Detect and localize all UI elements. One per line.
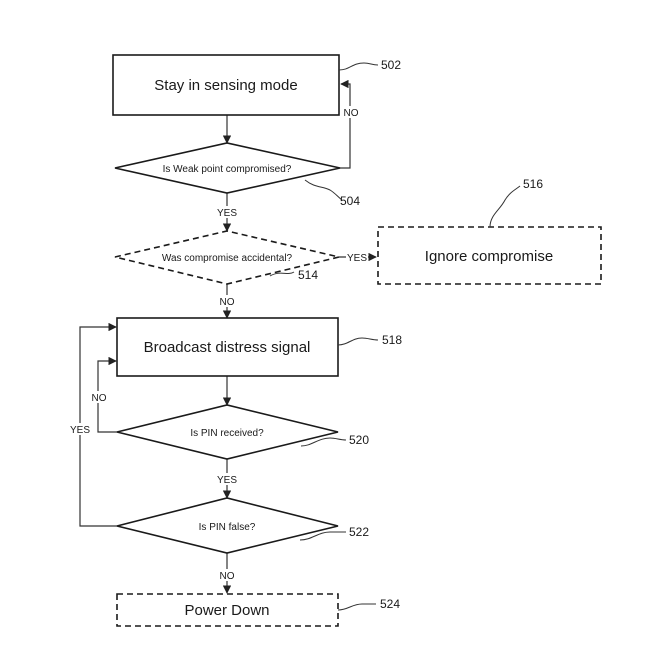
weak-point-decision — [114, 142, 341, 194]
ref-leader-516 — [489, 185, 521, 228]
sensing-mode-label: Stay in sensing mode — [154, 77, 297, 94]
weak-no-label: NO — [344, 108, 359, 119]
pin-false-no-label: NO — [220, 571, 235, 582]
pin-received-decision — [116, 404, 339, 460]
broadcast-label: Broadcast distress signal — [144, 339, 311, 356]
ref-leader-518 — [337, 337, 379, 346]
ref-leader-524 — [337, 603, 376, 611]
ref-520: 520 — [349, 433, 369, 447]
edge-weakpoint-no-loop — [340, 79, 351, 169]
acc-no-label-bg — [218, 295, 236, 307]
pin-recv-yes-label: YES — [217, 475, 237, 486]
ignore-compromise-label: Ignore compromise — [425, 248, 553, 265]
ref-leader-502 — [338, 62, 379, 71]
ref-518: 518 — [382, 333, 402, 347]
broadcast-box — [116, 317, 339, 377]
ref-leader-504 — [304, 179, 343, 201]
ref-522: 522 — [349, 525, 369, 539]
weak-no-label-bg — [343, 106, 359, 118]
acc-yes-label-bg — [346, 251, 368, 263]
acc-yes-label: YES — [347, 253, 367, 264]
pin-received-label: Is PIN received? — [190, 428, 264, 439]
pin-recv-no-label-bg — [90, 391, 108, 403]
ref-516: 516 — [523, 177, 543, 191]
pin-false-no-label-bg — [218, 569, 236, 581]
pin-recv-yes-label-bg — [216, 473, 238, 485]
weak-yes-label-bg — [216, 206, 238, 218]
power-down-box — [116, 593, 339, 627]
ref-leader-514 — [269, 271, 295, 277]
ref-leader-522 — [299, 531, 346, 541]
accidental-label: Was compromise accidental? — [162, 253, 293, 264]
pin-false-decision — [116, 497, 339, 554]
ref-leader-520 — [300, 437, 347, 447]
ref-504: 504 — [340, 194, 360, 208]
ref-502: 502 — [381, 58, 401, 72]
pin-false-yes-label: YES — [70, 425, 90, 436]
weak-point-label: Is Weak point compromised? — [163, 164, 292, 175]
pin-false-label: Is PIN false? — [199, 522, 256, 533]
acc-no-label: NO — [220, 297, 235, 308]
accidental-decision — [114, 230, 340, 285]
sensing-mode-box — [112, 54, 340, 116]
power-down-label: Power Down — [184, 602, 269, 619]
ref-524: 524 — [380, 597, 400, 611]
ignore-compromise-box — [377, 226, 602, 285]
pin-false-yes-label-bg — [68, 423, 92, 435]
ref-514: 514 — [298, 268, 318, 282]
weak-yes-label: YES — [217, 208, 237, 219]
pin-recv-no-label: NO — [92, 393, 107, 404]
